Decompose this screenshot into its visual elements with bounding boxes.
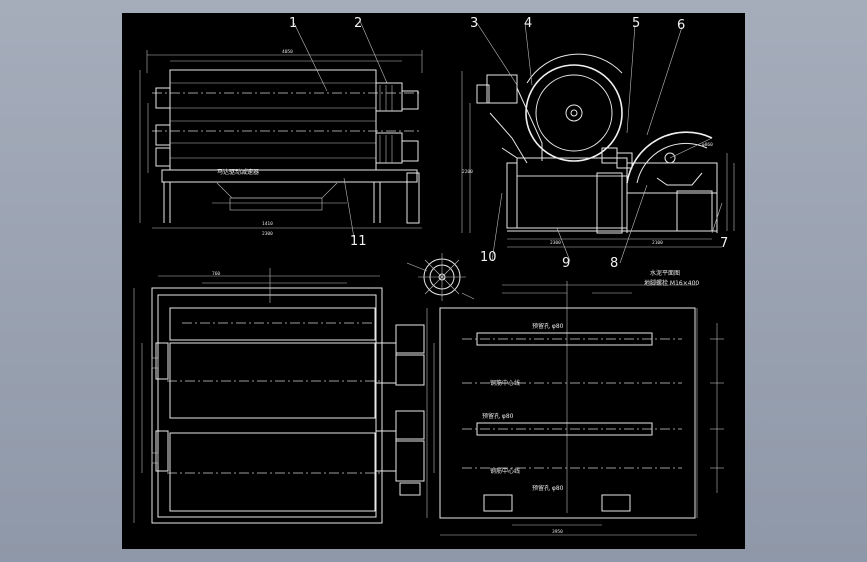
plan-title-2: 地脚螺栓 M16×400 [644,279,699,287]
drum-top-1 [169,342,376,419]
dim-height: 2200 [462,169,473,175]
gear-detail [406,253,475,301]
front-caption: 马达驱动减速器 [217,168,259,176]
part-label-5: 5 [632,16,640,31]
dim-right-width: 2100 [652,240,663,246]
part-label-10: 10 [480,250,497,265]
plan-label-b: 钢筋中心线 [490,467,520,475]
top-view: 760 [133,268,425,524]
part-label-4: 4 [524,16,532,31]
part-label-7: 7 [720,236,728,251]
dim-left-width: 1410 [262,221,273,227]
plan-line-1: 预留孔 φ80 [532,322,564,330]
plan-frame [151,287,383,524]
part-labels: 1 2 3 4 5 6 7 8 9 10 11 [289,16,728,271]
dim-right-total: 3950 [552,529,563,535]
plan-title-1: 水泥平面图 [650,269,680,277]
dim-left-total: 2300 [262,231,273,237]
foundation-plan: 预留孔 φ80 钢筋中心线 预留孔 φ80 钢筋中心线 预留孔 φ80 水泥平面… [426,269,724,536]
part-label-2: 2 [354,16,362,31]
part-label-9: 9 [562,256,570,271]
drum-top-2 [169,432,376,512]
part-label-11: 11 [350,234,367,249]
part-label-3: 3 [470,16,478,31]
plan-line-2: 预留孔 φ80 [482,412,514,420]
part-label-1: 1 [289,16,297,31]
cad-drawing: 马达驱动减速器 4050 1410 2300 [133,16,735,536]
drum-body [169,69,377,171]
front-view: 马达驱动减速器 4050 1410 2300 [139,20,423,239]
side-view: 2300 2100 2200 φ860 [461,22,735,264]
dim-mid-width: 2300 [550,240,561,246]
main-drum [525,64,623,162]
dim-top-left: 4050 [282,49,293,55]
drawing-canvas[interactable]: 马达驱动减速器 4050 1410 2300 [122,13,745,549]
foundation-outline [439,307,696,519]
diameter-label: φ860 [702,142,713,148]
secondary-drum [626,131,713,184]
plan-line-3: 预留孔 φ80 [532,484,564,492]
part-label-6: 6 [677,18,685,33]
dim-small: 760 [212,271,220,277]
part-label-8: 8 [610,256,618,271]
